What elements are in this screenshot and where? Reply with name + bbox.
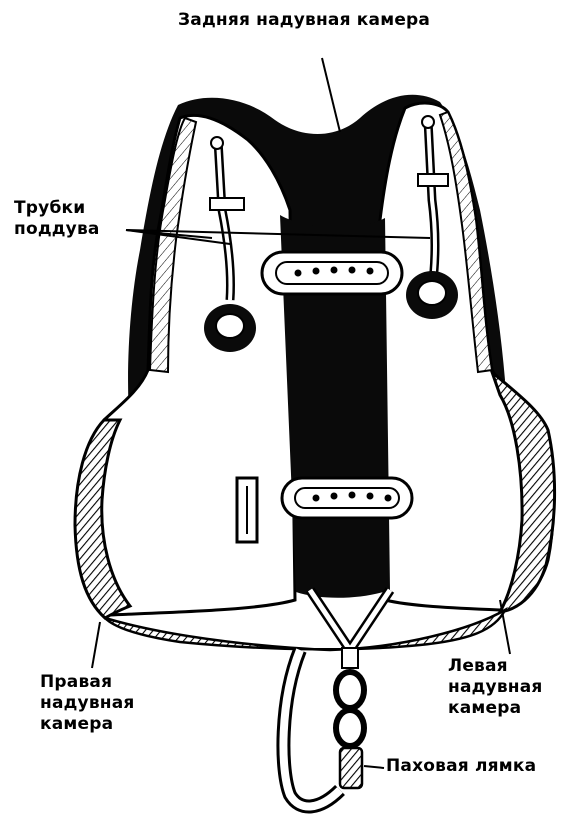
crotch-strap-label: Паховая лямка	[386, 756, 536, 777]
back-chamber-label-text: Задняя надувная камера	[178, 10, 430, 30]
back-chamber-label: Задняя надувная камера	[178, 10, 430, 31]
leader-crotch-strap	[364, 766, 384, 768]
right-chamber	[75, 115, 295, 618]
left-chamber-label: Левая надувная камера	[448, 656, 543, 719]
right-chamber-label-line-1: Правая	[40, 672, 135, 693]
left-chamber-label-line-1: Левая	[448, 656, 543, 677]
lower-strap	[282, 478, 412, 518]
leader-right-chamber	[92, 622, 100, 668]
front-pocket	[237, 478, 257, 542]
crotch-strap	[283, 590, 390, 806]
left-chamber-label-line-3: камера	[448, 698, 543, 719]
crotch-strap-label-text: Паховая лямка	[386, 756, 536, 776]
right-chamber-label-line-3: камера	[40, 714, 135, 735]
vest-hem	[105, 610, 505, 650]
upper-strap	[262, 252, 402, 294]
inflation-tubes-label: Трубки поддува	[14, 198, 100, 240]
left-chamber	[380, 103, 555, 612]
inflation-tubes-label-line-2: поддува	[14, 219, 100, 240]
right-chamber-label: Правая надувная камера	[40, 672, 135, 735]
inflation-tubes-label-line-1: Трубки	[14, 198, 100, 219]
right-chamber-label-line-2: надувная	[40, 693, 135, 714]
left-chamber-label-line-2: надувная	[448, 677, 543, 698]
leader-back-chamber	[322, 58, 340, 132]
